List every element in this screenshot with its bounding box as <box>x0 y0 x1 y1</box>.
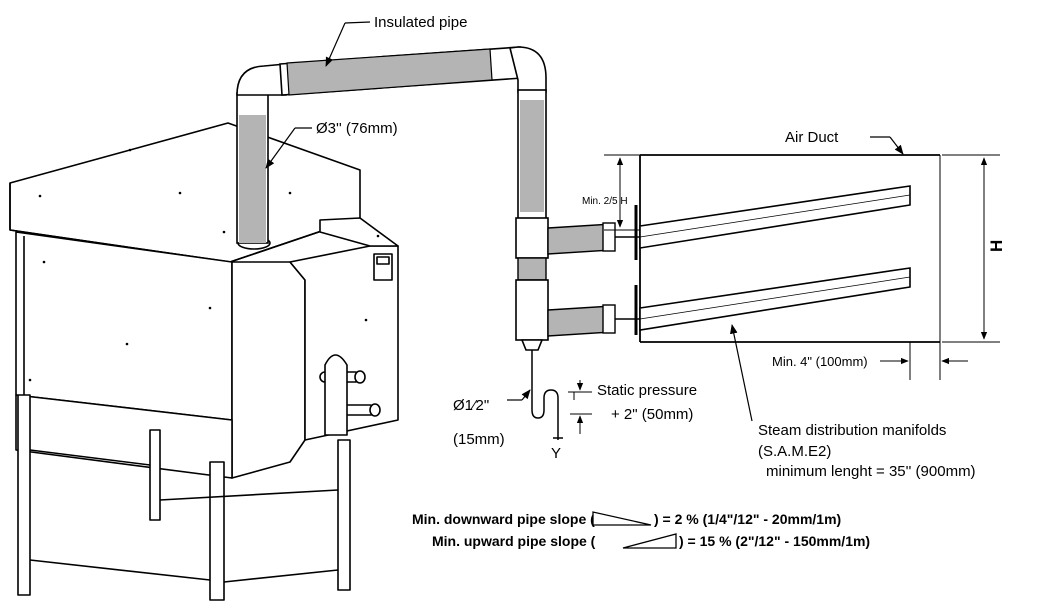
insulated-pipe <box>236 46 640 351</box>
manifolds-title-label: Steam distribution manifolds <box>758 422 946 439</box>
air-duct <box>634 154 941 343</box>
pipe-diameter-label: Ø3'' (76mm) <box>316 120 398 137</box>
downward-slope-icon <box>592 511 652 526</box>
drain-trap <box>531 350 592 440</box>
drain-diameter-mm-label: (15mm) <box>453 431 505 448</box>
manifolds-model-label: (S.A.M.E2) <box>758 443 831 460</box>
slope-notes: Min. downward pipe slope ( ) = 2 % (1/4"… <box>412 511 870 549</box>
upward-slope-icon <box>622 533 677 549</box>
leader-lines <box>265 21 904 422</box>
min-distance-top-label: Min. 2/5 H <box>582 196 628 207</box>
humidifier-unit <box>9 122 399 601</box>
manifolds-min-length-label: minimum lenght = 35'' (900mm) <box>766 463 976 480</box>
duct-height-label: H <box>987 240 1006 252</box>
insulated-pipe-label: Insulated pipe <box>374 14 467 31</box>
static-pressure-label: Static pressure <box>597 382 697 399</box>
air-duct-label: Air Duct <box>785 129 839 146</box>
min-clearance-label: Min. 4" (100mm) <box>772 354 868 369</box>
trap-letter-label: Y <box>551 445 561 462</box>
static-pressure-add-label: + 2" (50mm) <box>611 406 693 423</box>
upward-slope-prefix: Min. upward pipe slope ( <box>432 533 596 549</box>
dimension-lines <box>604 154 1000 380</box>
downward-slope-prefix: Min. downward pipe slope ( <box>412 511 595 527</box>
downward-slope-suffix: ) = 2 % (1/4"/12" - 20mm/1m) <box>654 511 841 527</box>
upward-slope-suffix: ) = 15 % (2"/12" - 150mm/1m) <box>679 533 870 549</box>
drain-diameter-label: Ø1⁄2" <box>453 397 489 414</box>
